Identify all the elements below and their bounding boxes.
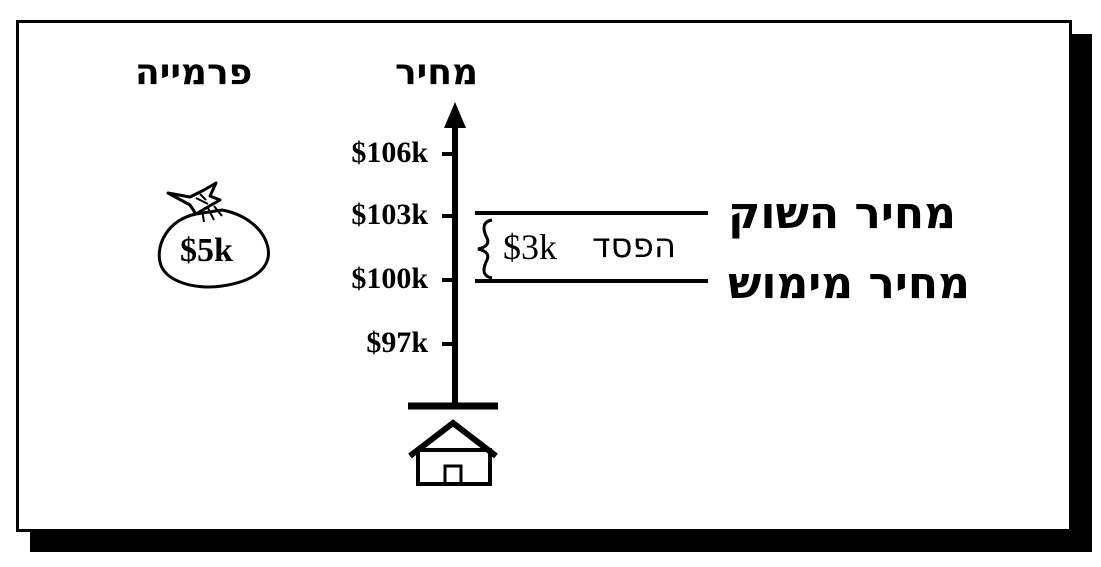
tick-label-100k: $100k bbox=[351, 262, 428, 295]
tick-label-106k: $106k bbox=[351, 136, 428, 169]
tick-label-97k: $97k bbox=[366, 326, 428, 359]
loss-value: $3k bbox=[503, 227, 557, 267]
loss-label: הפסד bbox=[592, 226, 677, 266]
money-bag-icon bbox=[157, 181, 270, 289]
price-axis-header: מחיר bbox=[395, 52, 479, 93]
loss-brace bbox=[477, 218, 493, 280]
axis-arrow-icon bbox=[444, 102, 466, 128]
premium-value: $5k bbox=[180, 232, 233, 269]
tick-label-103k: $103k bbox=[351, 198, 428, 231]
house-icon bbox=[408, 419, 498, 486]
premium-header: פרמייה bbox=[135, 52, 253, 93]
diagram-frame bbox=[16, 20, 1072, 532]
market-price-label: מחיר השוק bbox=[728, 188, 956, 239]
strike-price-label: מחיר מימוש bbox=[728, 258, 970, 309]
